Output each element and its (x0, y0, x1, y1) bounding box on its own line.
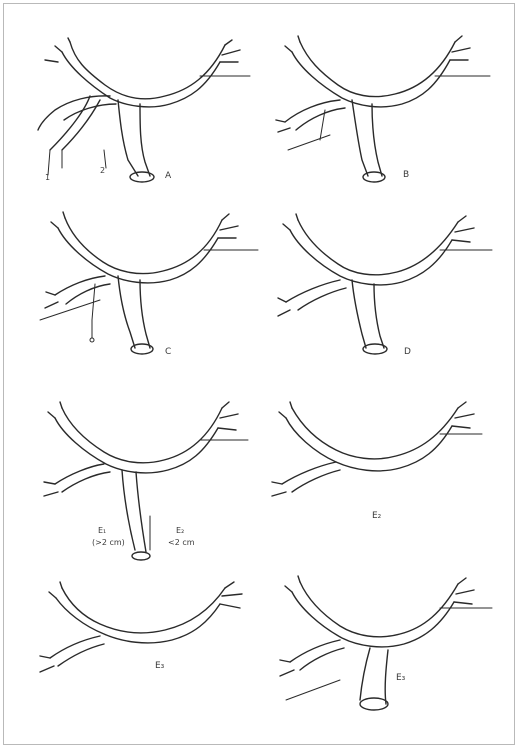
panel-e: E₁ (>2 cm) E₂ <2 cm (44, 402, 248, 560)
marker-label-1: 1 (45, 173, 50, 182)
panel-e-sub-left-note: (>2 cm) (92, 538, 125, 547)
panel-label-b: B (403, 170, 409, 180)
panel-e-sub-left: E₁ (98, 526, 106, 535)
marker-label-2: 2 (100, 166, 105, 175)
panel-e-sub-right: E₂ (176, 526, 184, 535)
panel-e-sub-right-note: <2 cm (168, 538, 195, 547)
panel-label-e3-left: E₃ (155, 661, 165, 671)
panel-c: C (40, 212, 258, 357)
panel-label-e2: E₂ (372, 511, 382, 521)
panel-d: D (278, 214, 492, 357)
panel-label-d: D (404, 347, 411, 357)
panel-e3-right: E₃ (280, 576, 492, 710)
panel-a: 1 2 A (38, 38, 250, 182)
panel-e3-left: E₃ (40, 582, 242, 672)
panel-label-a: A (165, 171, 172, 181)
panel-label-e3-right: E₃ (396, 673, 406, 683)
panel-e2: E₂ (272, 402, 482, 521)
panel-label-c: C (165, 347, 171, 357)
panel-b: B (276, 36, 490, 182)
